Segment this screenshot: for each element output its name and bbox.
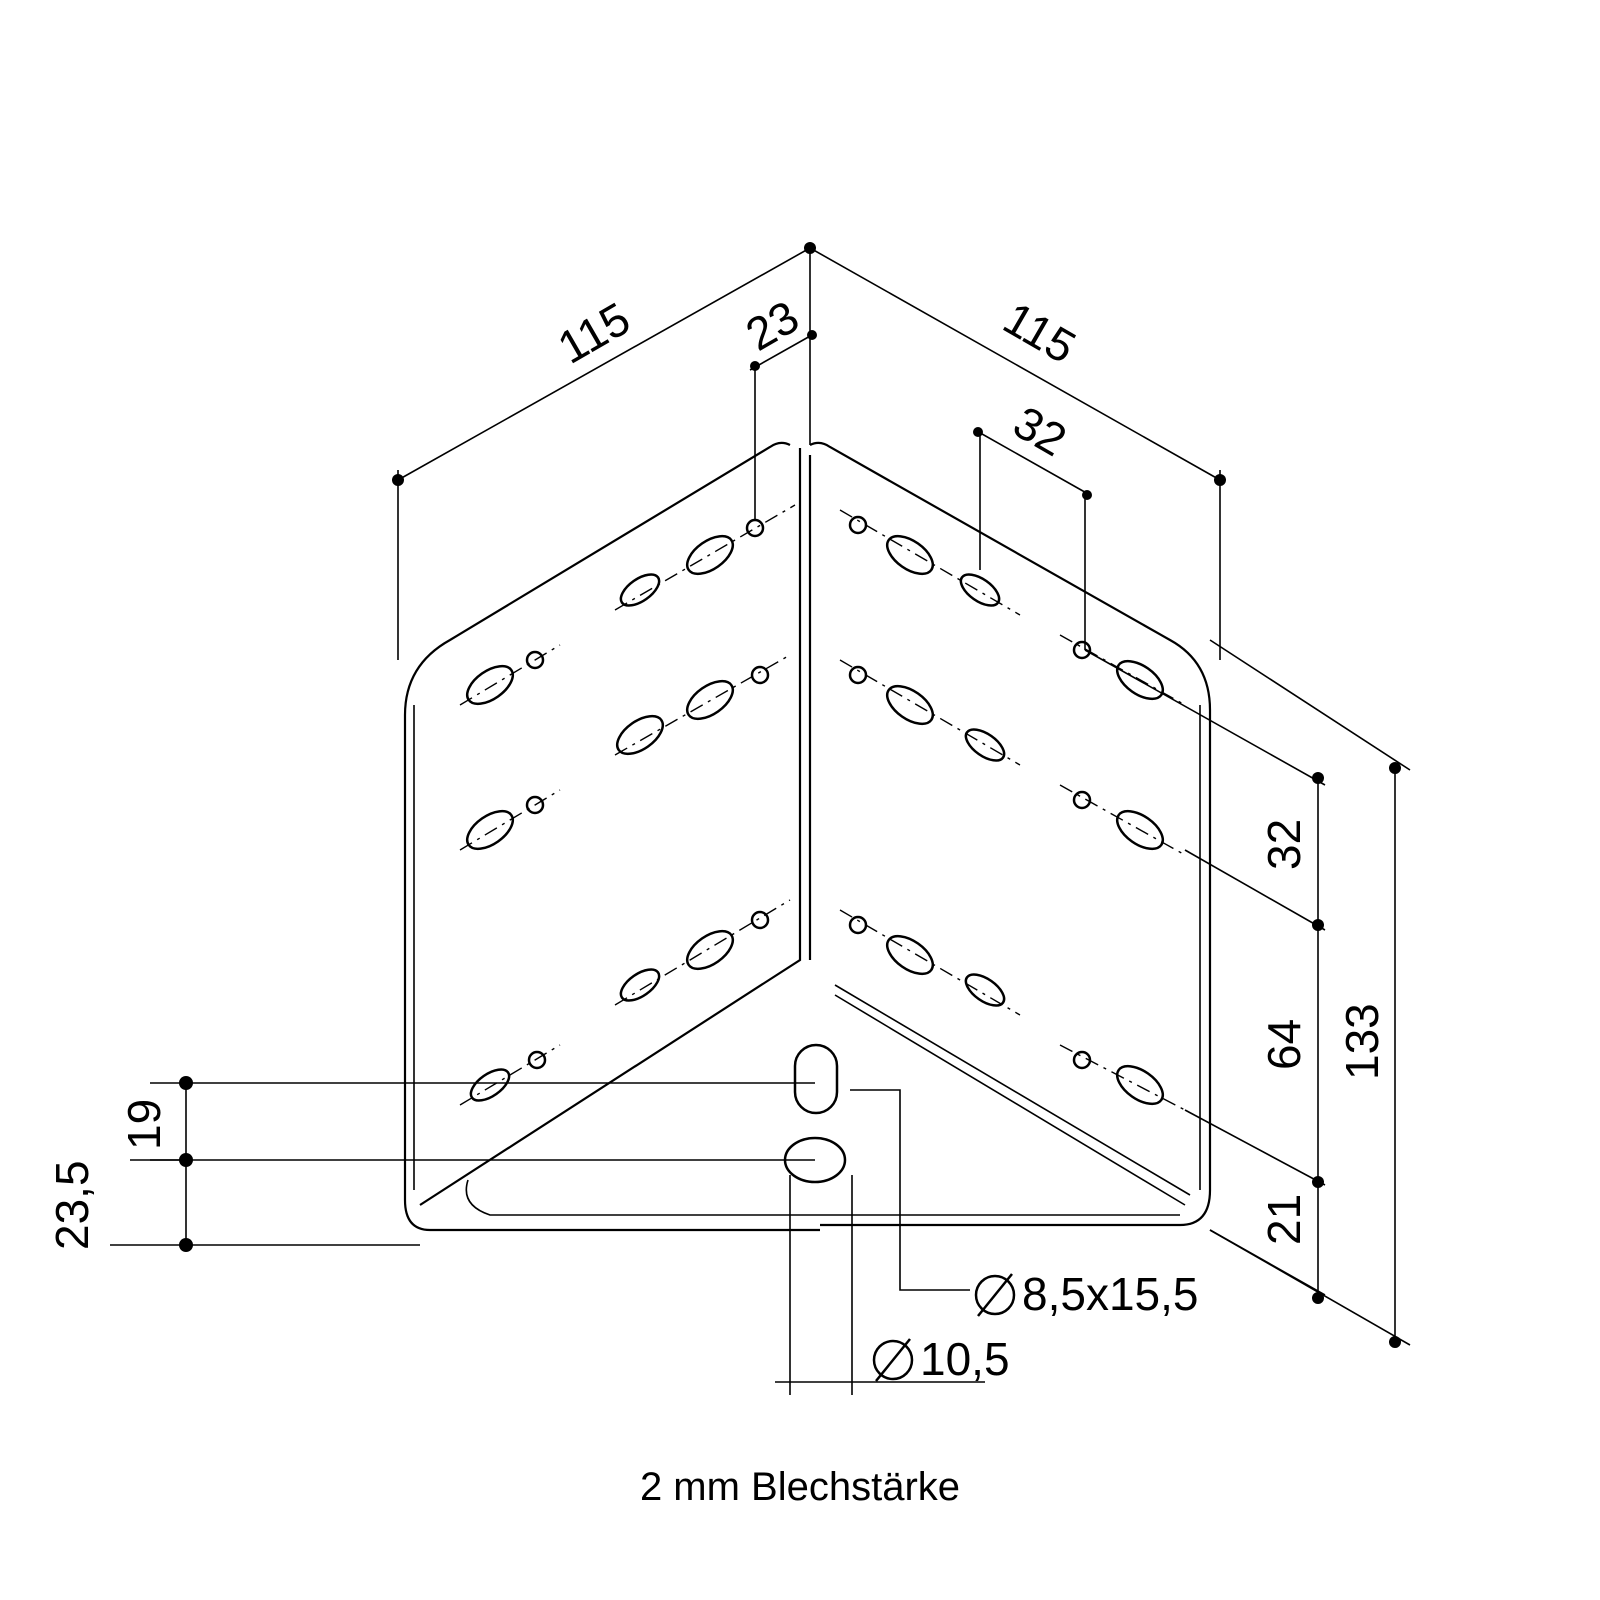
dim-133-right: 133 — [1336, 1003, 1388, 1080]
slot-diameter-label: 8,5x15,5 — [1022, 1268, 1198, 1320]
hole-centerlines — [459, 504, 1186, 1111]
diameter-icon — [974, 1273, 1016, 1317]
diameter-icon — [872, 1338, 914, 1382]
dim-115-left: 115 — [549, 292, 639, 374]
dimension-lines-right — [1084, 639, 1411, 1348]
dim-64-right: 64 — [1258, 1019, 1310, 1070]
dim-23-top: 23 — [737, 290, 807, 361]
hole-diameter-label: 10,5 — [920, 1333, 1010, 1385]
left-plate-holes — [465, 518, 770, 1102]
caption-sheet-thickness: 2 mm Blechstärke — [639, 1465, 961, 1509]
dim-21-right: 21 — [1258, 1194, 1310, 1245]
dim-32-top: 32 — [1005, 396, 1075, 467]
hole-callout-leaders — [775, 1089, 985, 1395]
dim-32-right: 32 — [1258, 819, 1310, 870]
dim-23-5-left: 23,5 — [46, 1160, 98, 1250]
right-plate — [808, 441, 1212, 1227]
dimension-lines-left — [110, 1076, 815, 1252]
bottom-fastener-holes — [783, 1043, 847, 1184]
dim-19-left: 19 — [118, 1099, 170, 1150]
right-plate-holes — [848, 515, 1165, 1106]
left-plate — [403, 441, 1180, 1232]
dimension-lines-top — [392, 242, 1226, 660]
